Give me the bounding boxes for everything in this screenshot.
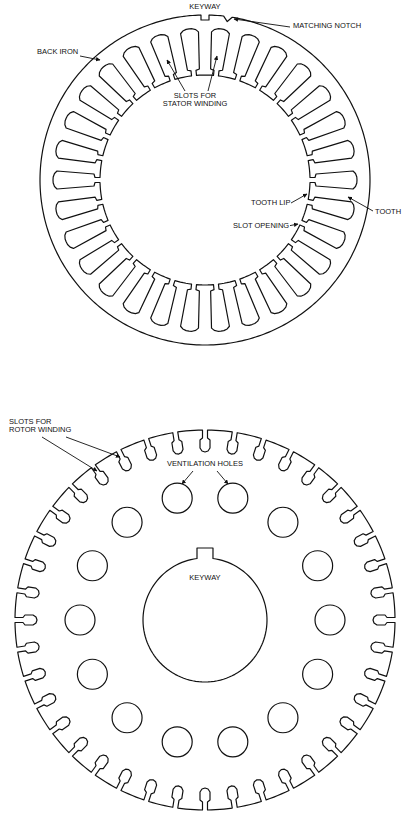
part-label: KEYWAY <box>188 574 221 582</box>
leader-line <box>291 194 307 203</box>
leader-line <box>42 437 97 471</box>
stator-outer-edge <box>40 15 370 345</box>
ventilation-hole <box>112 507 142 537</box>
part-label: SLOTS FOR ROTOR WINDING <box>8 418 80 435</box>
leader-line <box>182 471 193 484</box>
ventilation-hole <box>268 703 298 733</box>
leader-line <box>208 56 217 91</box>
shaft-bore <box>143 548 267 682</box>
rotor-outer-edge-and-slots <box>15 430 395 810</box>
ventilation-hole <box>303 659 333 689</box>
leader-line <box>217 471 228 484</box>
leader-line <box>80 56 100 60</box>
leader-line <box>66 437 120 457</box>
part-label: TOOTH <box>374 208 402 216</box>
ventilation-hole <box>218 483 248 513</box>
part-label: TOOTH LIP <box>250 199 291 207</box>
ventilation-hole <box>268 507 298 537</box>
ventilation-hole <box>162 483 192 513</box>
ventilation-hole <box>218 727 248 757</box>
ventilation-hole <box>315 605 345 635</box>
part-label: KEYWAY <box>188 3 221 11</box>
ventilation-hole <box>303 551 333 581</box>
leader-line <box>167 60 185 91</box>
ventilation-hole <box>112 703 142 733</box>
part-label: VENTILATION HOLES <box>166 460 244 468</box>
leader-line <box>348 197 373 211</box>
ventilation-hole <box>77 659 107 689</box>
stator-bore-and-slots <box>53 29 357 332</box>
part-label: SLOTS FOR STATOR WINDING <box>158 92 232 109</box>
ventilation-hole <box>162 727 192 757</box>
leader-line <box>234 19 290 27</box>
part-label: MATCHING NOTCH <box>292 22 362 30</box>
part-label: SLOT OPENING <box>232 222 290 230</box>
ventilation-hole <box>77 551 107 581</box>
ventilation-hole <box>65 605 95 635</box>
part-label: BACK IRON <box>36 48 79 56</box>
